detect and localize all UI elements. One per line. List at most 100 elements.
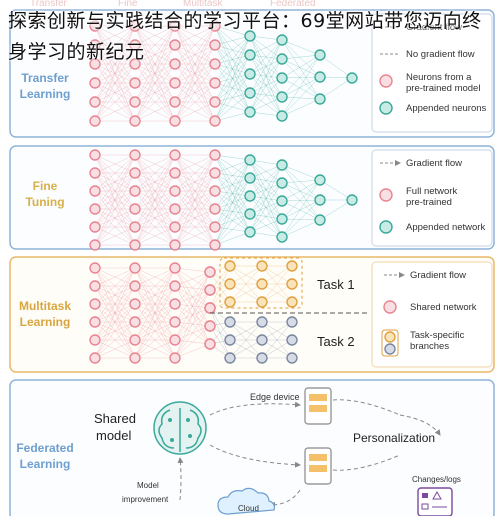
network-edge bbox=[214, 154, 251, 179]
network-edge bbox=[94, 267, 136, 287]
network-edge bbox=[134, 267, 176, 287]
neuron bbox=[256, 260, 268, 272]
legend-item: Shared network bbox=[383, 300, 477, 314]
network-edge bbox=[229, 339, 263, 359]
network-edge bbox=[249, 164, 283, 233]
network-edge bbox=[281, 200, 321, 221]
network-edge bbox=[174, 289, 211, 359]
network-edge bbox=[134, 190, 176, 228]
network-edge bbox=[134, 82, 176, 103]
network-edge bbox=[174, 25, 216, 84]
panel-federated-learning bbox=[9, 379, 495, 516]
network-edge bbox=[261, 339, 293, 359]
network-edge bbox=[134, 154, 176, 192]
network-edge bbox=[134, 172, 176, 210]
network-edge bbox=[134, 44, 176, 65]
network-edge bbox=[174, 267, 211, 327]
neuron bbox=[89, 239, 101, 251]
network-edge bbox=[134, 63, 176, 103]
network-edge bbox=[174, 172, 216, 246]
neuron bbox=[209, 203, 221, 215]
network-edge bbox=[94, 208, 136, 228]
network-edge bbox=[94, 226, 136, 246]
network-edge bbox=[174, 172, 216, 228]
network-edge bbox=[249, 35, 283, 79]
network-edge bbox=[214, 159, 251, 174]
network-edge bbox=[214, 213, 251, 246]
network-edge bbox=[174, 82, 216, 103]
network-edge bbox=[134, 25, 176, 122]
neuron bbox=[256, 296, 268, 308]
network-edge bbox=[94, 303, 136, 341]
network-edge bbox=[214, 208, 251, 233]
network-edge bbox=[281, 39, 321, 100]
network-edge bbox=[174, 44, 216, 103]
network-edge bbox=[249, 54, 283, 98]
network-edge bbox=[134, 44, 176, 122]
network-edge bbox=[134, 303, 176, 359]
network-edge bbox=[94, 82, 136, 103]
network-edge bbox=[94, 154, 136, 228]
legend-dot bbox=[383, 300, 397, 314]
network-edge bbox=[174, 339, 211, 345]
network-edge bbox=[249, 54, 283, 117]
network-edge bbox=[214, 172, 251, 197]
network-edge bbox=[249, 73, 283, 117]
network-edge bbox=[94, 267, 136, 359]
neuron bbox=[276, 177, 288, 189]
network-edge bbox=[249, 77, 283, 94]
network-edge bbox=[174, 44, 216, 103]
network-edge bbox=[214, 44, 251, 113]
legend-label-line: branches bbox=[410, 341, 449, 352]
network-edge bbox=[214, 82, 251, 94]
network-edge bbox=[261, 265, 293, 285]
legend-item: Gradient flow bbox=[380, 22, 462, 33]
network-edge bbox=[134, 190, 176, 210]
network-edge bbox=[174, 154, 216, 192]
neuron bbox=[169, 298, 181, 310]
network-edge bbox=[94, 44, 136, 122]
network-edge bbox=[261, 339, 293, 359]
network-edge bbox=[174, 154, 216, 246]
network-edge bbox=[209, 307, 231, 359]
panel-1-title-line-1: Tuning bbox=[25, 195, 64, 209]
personalization-loop-return bbox=[399, 414, 441, 436]
network-edge bbox=[229, 321, 263, 341]
network-edge bbox=[94, 303, 136, 323]
top-label-3: Federated bbox=[270, 0, 316, 9]
network-edge bbox=[134, 303, 176, 341]
neuron bbox=[286, 278, 298, 290]
network-edge bbox=[174, 154, 216, 246]
network-edge bbox=[281, 54, 321, 79]
neuron bbox=[89, 221, 101, 233]
network-fine-tuning bbox=[89, 149, 358, 251]
network-edge bbox=[214, 231, 251, 246]
legend-dot-orange bbox=[384, 331, 396, 343]
neuron bbox=[224, 296, 236, 308]
network-edge bbox=[134, 172, 176, 228]
network-edge bbox=[319, 77, 353, 100]
network-edge bbox=[94, 285, 136, 305]
network-edge bbox=[134, 154, 176, 246]
network-edge bbox=[261, 283, 293, 303]
neuron bbox=[244, 106, 256, 118]
network-edge bbox=[134, 226, 176, 246]
network-edge bbox=[214, 172, 251, 233]
network-edge bbox=[134, 267, 176, 323]
neuron bbox=[89, 352, 101, 364]
neuron bbox=[89, 334, 101, 346]
network-edge bbox=[174, 172, 216, 228]
network-edge bbox=[174, 154, 216, 228]
neuron bbox=[209, 115, 221, 127]
network-edge bbox=[94, 172, 136, 192]
model-improvement-line-1: improvement bbox=[122, 495, 169, 504]
network-edge bbox=[134, 285, 176, 341]
network-edge bbox=[134, 44, 176, 84]
network-edge bbox=[214, 54, 251, 122]
network-edge bbox=[249, 39, 283, 56]
neuron bbox=[169, 185, 181, 197]
network-edge bbox=[134, 339, 176, 359]
neuron bbox=[276, 231, 288, 243]
network-edge bbox=[174, 154, 216, 192]
network-edge bbox=[134, 190, 176, 246]
